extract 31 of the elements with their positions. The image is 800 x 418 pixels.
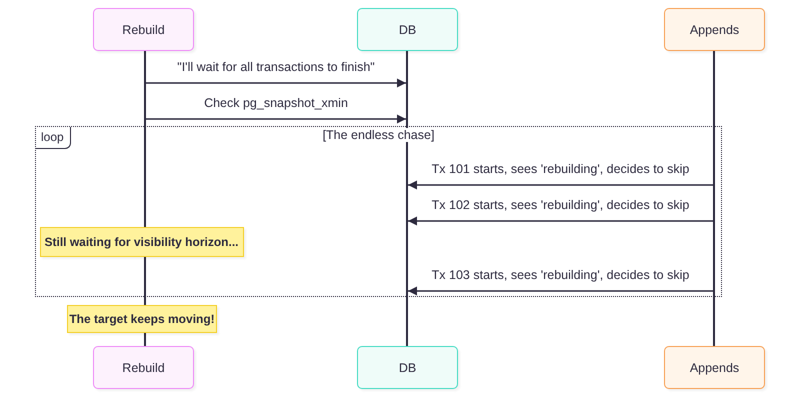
participant-box <box>357 346 458 389</box>
message-label: Check pg_snapshot_xmin <box>204 96 348 110</box>
message-label: Tx 101 starts, sees 'rebuilding', decides to skip <box>432 162 690 176</box>
participant-name: Rebuild <box>122 22 165 36</box>
message-arrow <box>146 78 406 88</box>
note <box>40 226 244 256</box>
message-arrow <box>146 114 406 124</box>
participant-box <box>93 346 194 389</box>
participant-name: Appends <box>690 360 740 374</box>
participant-name: Appends <box>690 22 740 36</box>
participant-name: Rebuild <box>122 360 165 374</box>
participant-name: DB <box>398 22 416 36</box>
participant-box <box>93 8 194 51</box>
message-arrow <box>408 286 713 296</box>
participant-box <box>664 8 765 51</box>
participant-box <box>664 346 765 389</box>
message-arrow <box>408 180 713 190</box>
message-label: Tx 103 starts, sees 'rebuilding', decides to skip <box>432 268 690 282</box>
lifeline <box>406 51 408 346</box>
note-text: Still waiting for visibility horizon... <box>44 234 238 248</box>
participant-name: DB <box>398 360 416 374</box>
message-label: "I'll wait for all transactions to finish" <box>177 60 375 74</box>
lifeline <box>713 51 715 346</box>
loop-tab: loop <box>36 127 71 149</box>
message-label: Tx 102 starts, sees 'rebuilding', decides to skip <box>432 198 690 212</box>
loop-frame <box>35 126 722 297</box>
note-text: The target keeps moving! <box>69 312 215 326</box>
participant-box <box>357 8 458 51</box>
message-arrow <box>408 216 713 226</box>
note <box>67 305 217 333</box>
loop-condition: [The endless chase] <box>320 128 436 142</box>
